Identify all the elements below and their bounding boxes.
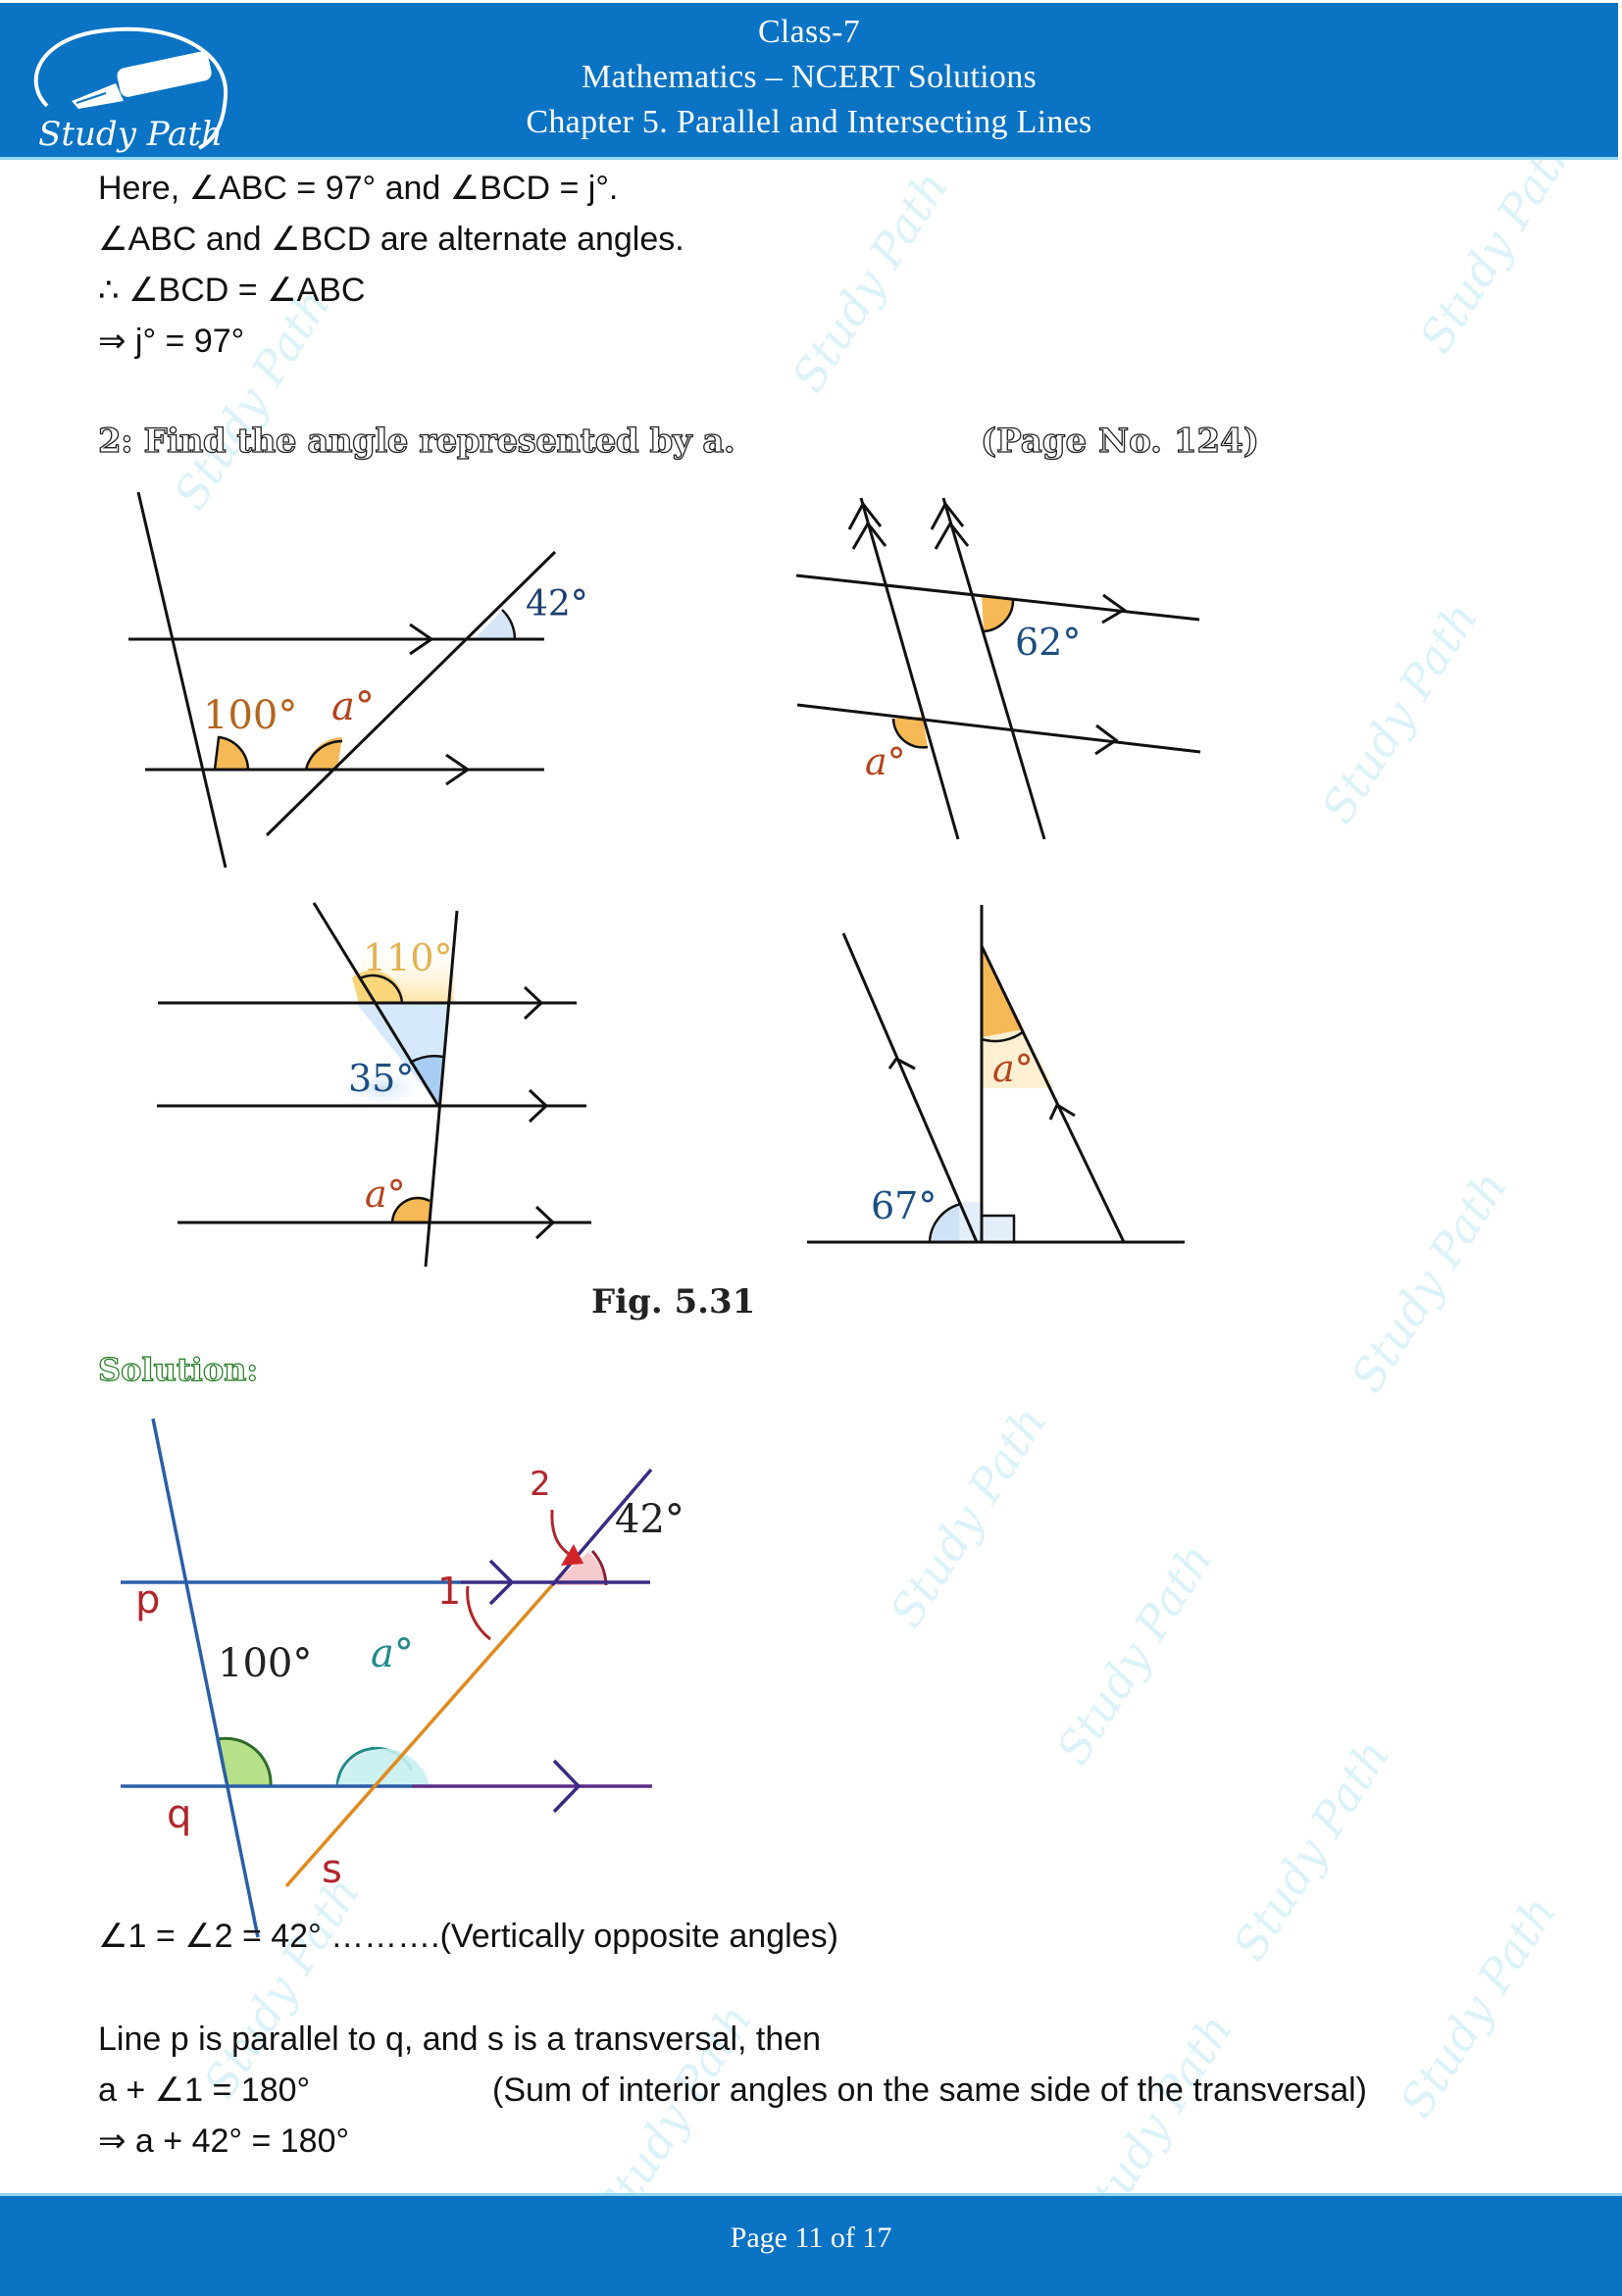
header-subject: Mathematics – NCERT Solutions — [581, 59, 1038, 95]
figure-caption: Fig. 5.31 — [591, 1282, 756, 1322]
prev-solution-line: Here, ∠ABC = 97° and ∠BCD = j°. — [98, 170, 619, 207]
solution-step-reason: (Sum of interior angles on the same side… — [492, 2071, 1367, 2109]
prev-solution-line: ⇒ j° = 97° — [98, 323, 245, 360]
label-angle-42: 42° — [615, 1497, 684, 1542]
label-line-q: q — [167, 1792, 191, 1837]
solution-heading: Solution: — [97, 1350, 259, 1388]
solution-step: Line p is parallel to q, and s is a tran… — [98, 2021, 822, 2058]
label-line-p: p — [135, 1577, 160, 1622]
label-angle-a: a° — [371, 1631, 414, 1676]
figure-panel-2 — [795, 497, 1201, 840]
panel3-angle-110: 110° — [363, 936, 453, 979]
question-page-ref: (Page No. 124) — [980, 421, 1259, 461]
prev-solution-line: ∴ ∠BCD = ∠ABC — [98, 272, 366, 309]
solution-step: ⇒ a + 42° = 180° — [98, 2122, 350, 2160]
study-path-logo: Study Path — [33, 26, 228, 154]
panel3-angle-a: a° — [365, 1173, 406, 1216]
question-heading: 2: Find the angle represented by a. — [97, 421, 735, 461]
panel1-angle-100: 100° — [203, 693, 297, 738]
page-header: Study Path Class-7 Mathematics – NCERT S… — [0, 3, 1618, 160]
panel2-angle-62: 62° — [1015, 621, 1081, 664]
panel3-angle-35: 35° — [348, 1057, 414, 1100]
label-angle-100: 100° — [218, 1641, 312, 1686]
header-chapter: Chapter 5. Parallel and Intersecting Lin… — [526, 104, 1092, 140]
header-class: Class-7 — [757, 14, 861, 50]
panel4-angle-67: 67° — [871, 1184, 937, 1227]
panel2-angle-a: a° — [865, 740, 906, 783]
panel1-angle-a: a° — [331, 684, 375, 729]
solution-step: a + ∠1 = 180° — [98, 2071, 311, 2109]
page-number: Page 11 of 17 — [730, 2221, 892, 2254]
figure-panel-1 — [128, 491, 557, 869]
label-angle-1: 1 — [437, 1570, 461, 1613]
figure-panel-4 — [807, 905, 1185, 1244]
prev-solution-line: ∠ABC and ∠BCD are alternate angles. — [98, 221, 684, 258]
page-footer: Page 11 of 17 — [0, 2193, 1622, 2296]
logo-text: Study Path — [38, 115, 223, 154]
panel4-angle-a: a° — [992, 1047, 1034, 1090]
label-angle-2: 2 — [530, 1465, 551, 1504]
figure-panel-3 — [157, 902, 591, 1268]
label-line-s: s — [322, 1847, 342, 1892]
fountain-pen-icon — [72, 51, 212, 109]
panel1-angle-42: 42° — [526, 584, 588, 624]
solution-step: ∠1 = ∠2 = 42° ……….(Vertically opposite a… — [98, 1918, 838, 1955]
